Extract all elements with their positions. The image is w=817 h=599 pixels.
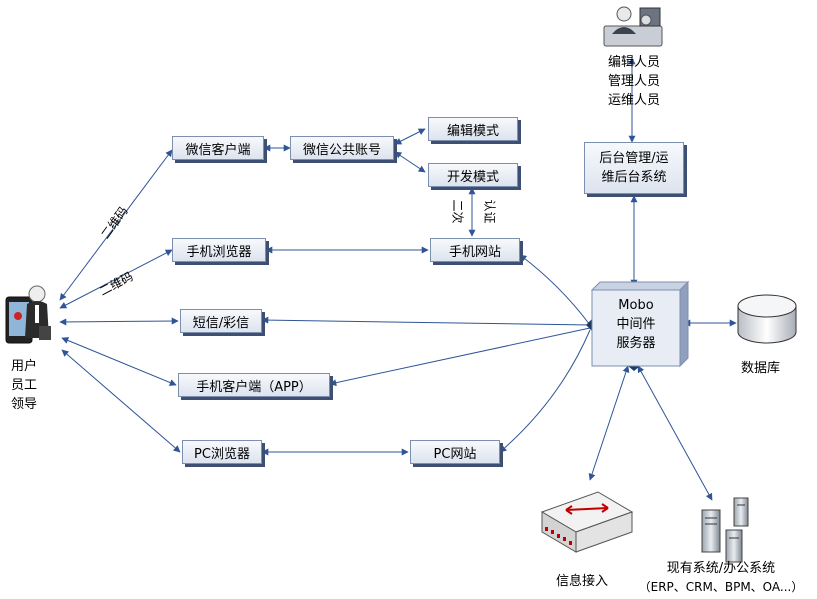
mobile-browser-box: 手机浏览器 [172, 238, 266, 262]
middleware-line-3: 服务器 [616, 336, 656, 351]
mobile-site-box: 手机网站 [430, 238, 520, 262]
user-line-1: 用户 [10, 359, 37, 374]
database-icon [737, 294, 797, 344]
info-access-device-icon [540, 491, 634, 553]
wechat-public-box: 微信公共账号 [290, 136, 394, 160]
existing-line-2: （ERP、CRM、BPM、OA...） [638, 580, 804, 594]
existing-line-1: 现有系统/办公系统 [666, 561, 776, 576]
user-line-3: 领导 [10, 397, 37, 412]
edge-user-sms [59, 317, 179, 326]
mobile-app-box: 手机客户端（APP） [178, 373, 330, 397]
middleware-line-2: 中间件 [616, 317, 656, 332]
edge-user-app [61, 337, 177, 386]
wechat-client-box: 微信客户端 [172, 136, 264, 160]
staff-workstation-icon [603, 6, 663, 47]
existing-systems-label: 现有系统/办公系统 （ERP、CRM、BPM、OA...） [630, 560, 812, 596]
pc-site-label: PC网站 [433, 446, 477, 462]
backend-system-box: 后台管理/运 维后台系统 [584, 142, 684, 194]
middleware-server-label: Mobo 中间件 服务器 [592, 296, 680, 353]
mobile-app-label: 手机客户端（APP） [196, 379, 312, 395]
edge-middleware-info [588, 365, 630, 481]
edge-public-dev [394, 151, 426, 173]
pc-browser-box: PC浏览器 [182, 440, 262, 464]
edit-mode-box: 编辑模式 [428, 117, 518, 141]
backend-line-2: 维后台系统 [601, 170, 667, 185]
auth-label-2: 认证 [482, 199, 497, 224]
user-roles: 用户 员工 领导 [4, 357, 44, 414]
edge-middleware-existing [637, 365, 713, 501]
edge-user-pc [61, 349, 181, 453]
edge-user-browser [59, 249, 173, 309]
phone-user-icon [5, 285, 51, 344]
sms-mms-label: 短信/彩信 [192, 315, 250, 331]
middleware-3d-box [590, 280, 690, 368]
pc-site-box: PC网站 [410, 440, 500, 464]
middleware-line-1: Mobo [618, 298, 654, 313]
auth-label-1: 二次 [450, 199, 465, 224]
wechat-client-label: 微信客户端 [185, 142, 251, 158]
mobile-site-label: 手机网站 [448, 244, 501, 260]
staff-line-3: 运维人员 [607, 93, 660, 108]
staff-roles: 编辑人员 管理人员 运维人员 [596, 53, 672, 110]
staff-line-1: 编辑人员 [607, 55, 660, 70]
info-access-label: 信息接入 [556, 574, 609, 589]
user-line-2: 员工 [10, 378, 37, 393]
server-cluster-icon [701, 497, 749, 563]
edge-site-middleware [519, 254, 591, 326]
pc-browser-label: PC浏览器 [194, 446, 250, 462]
dev-mode-label: 开发模式 [446, 169, 499, 185]
edge-sms-middleware [261, 316, 591, 326]
edge-pcsite-middleware [499, 329, 591, 453]
sms-mms-box: 短信/彩信 [180, 309, 262, 333]
staff-line-2: 管理人员 [607, 74, 660, 89]
edit-mode-label: 编辑模式 [446, 123, 499, 139]
database-label: 数据库 [741, 361, 781, 376]
dev-mode-box: 开发模式 [428, 163, 518, 187]
wechat-public-label: 微信公共账号 [302, 142, 381, 158]
edge-public-edit [394, 128, 426, 145]
mobile-browser-label: 手机浏览器 [186, 244, 252, 260]
backend-line-1: 后台管理/运 [599, 151, 669, 166]
edge-app-middleware [329, 327, 591, 387]
